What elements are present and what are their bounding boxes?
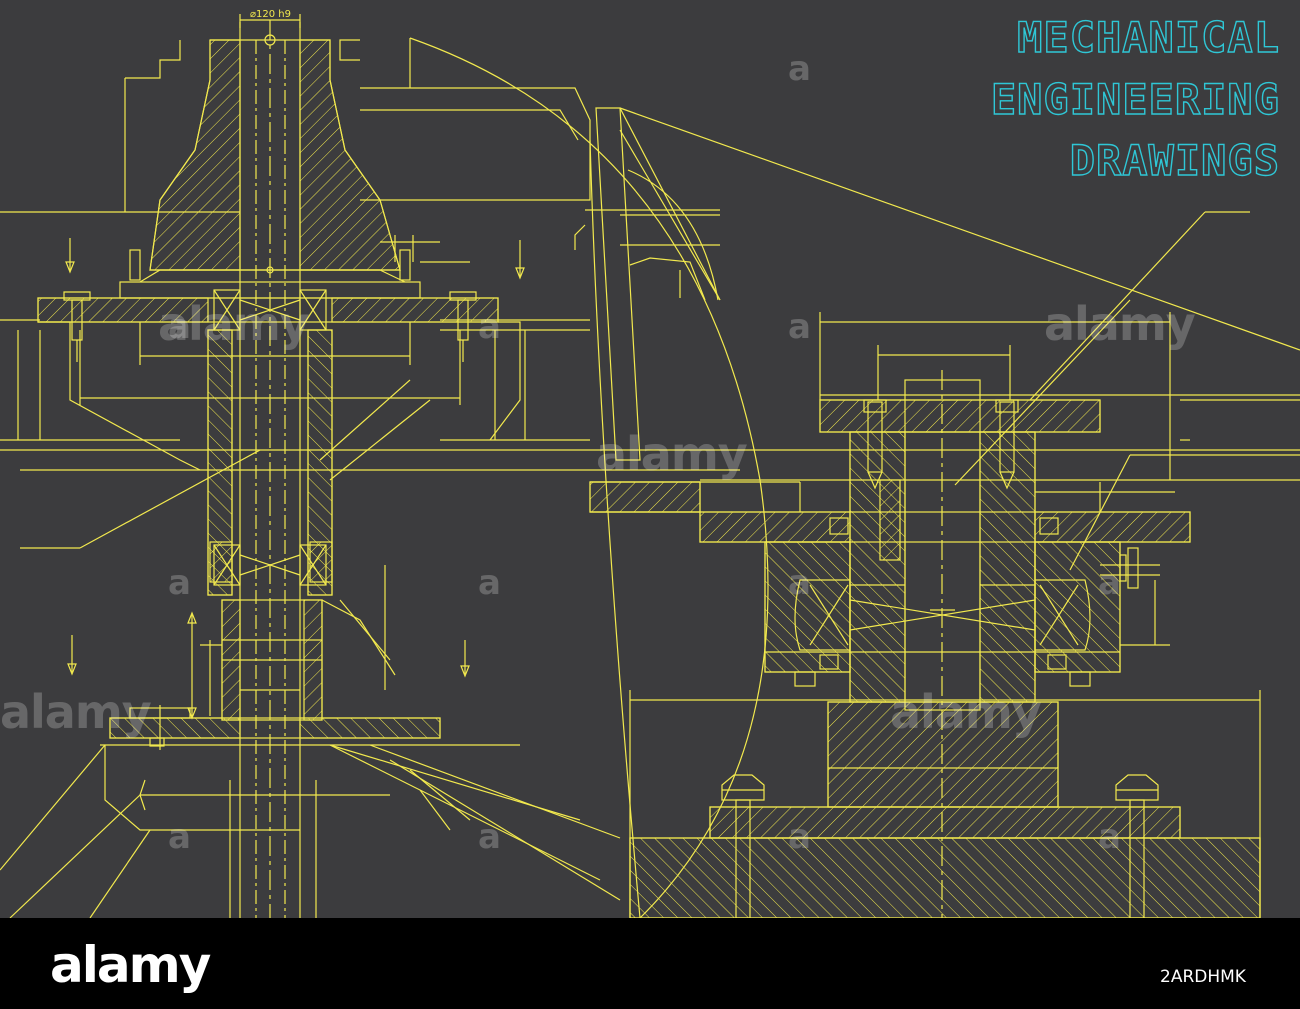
watermark-mark: a — [788, 817, 811, 857]
footer-logo: alamy — [50, 936, 211, 994]
title-line-1: MECHANICAL — [1017, 13, 1280, 62]
footer-background — [0, 918, 1300, 1009]
watermark-mark: a — [168, 307, 191, 347]
watermark-word: alamy — [0, 685, 152, 739]
left-hatched-sections — [37, 39, 499, 739]
watermark-mark: a — [788, 307, 811, 347]
left-shaft-assembly — [0, 14, 1300, 919]
watermark-word: alamy — [890, 685, 1042, 739]
watermark-word: alamy — [1044, 297, 1196, 351]
title-block: MECHANICAL ENGINEERING DRAWINGS — [990, 12, 1280, 185]
shaft-diameter-label: ⌀120 h9 — [250, 9, 291, 20]
footer-image-id: 2ARDHMK — [1160, 967, 1247, 987]
watermark-mark: a — [478, 817, 501, 857]
watermark-mark: a — [168, 563, 191, 603]
right-flange-assembly — [629, 211, 1300, 919]
left-bearings — [213, 34, 327, 586]
footer-bar: alamy 2ARDHMK — [0, 918, 1300, 1009]
watermark-word: alamy — [596, 427, 748, 481]
watermark-mark: a — [788, 49, 811, 89]
watermark-mark: a — [1098, 817, 1121, 857]
title-line-3: DRAWINGS — [1070, 136, 1280, 185]
watermark-mark: a — [478, 563, 501, 603]
watermark-mark: a — [788, 563, 811, 603]
watermark-group: a a a a a a a a a a a a alamy alamy alam… — [0, 49, 1197, 857]
watermark-word: alamy — [158, 297, 310, 351]
title-line-2: ENGINEERING — [991, 75, 1280, 124]
watermark-mark: a — [1098, 563, 1121, 603]
watermark-mark: a — [478, 307, 501, 347]
watermark-mark: a — [168, 817, 191, 857]
